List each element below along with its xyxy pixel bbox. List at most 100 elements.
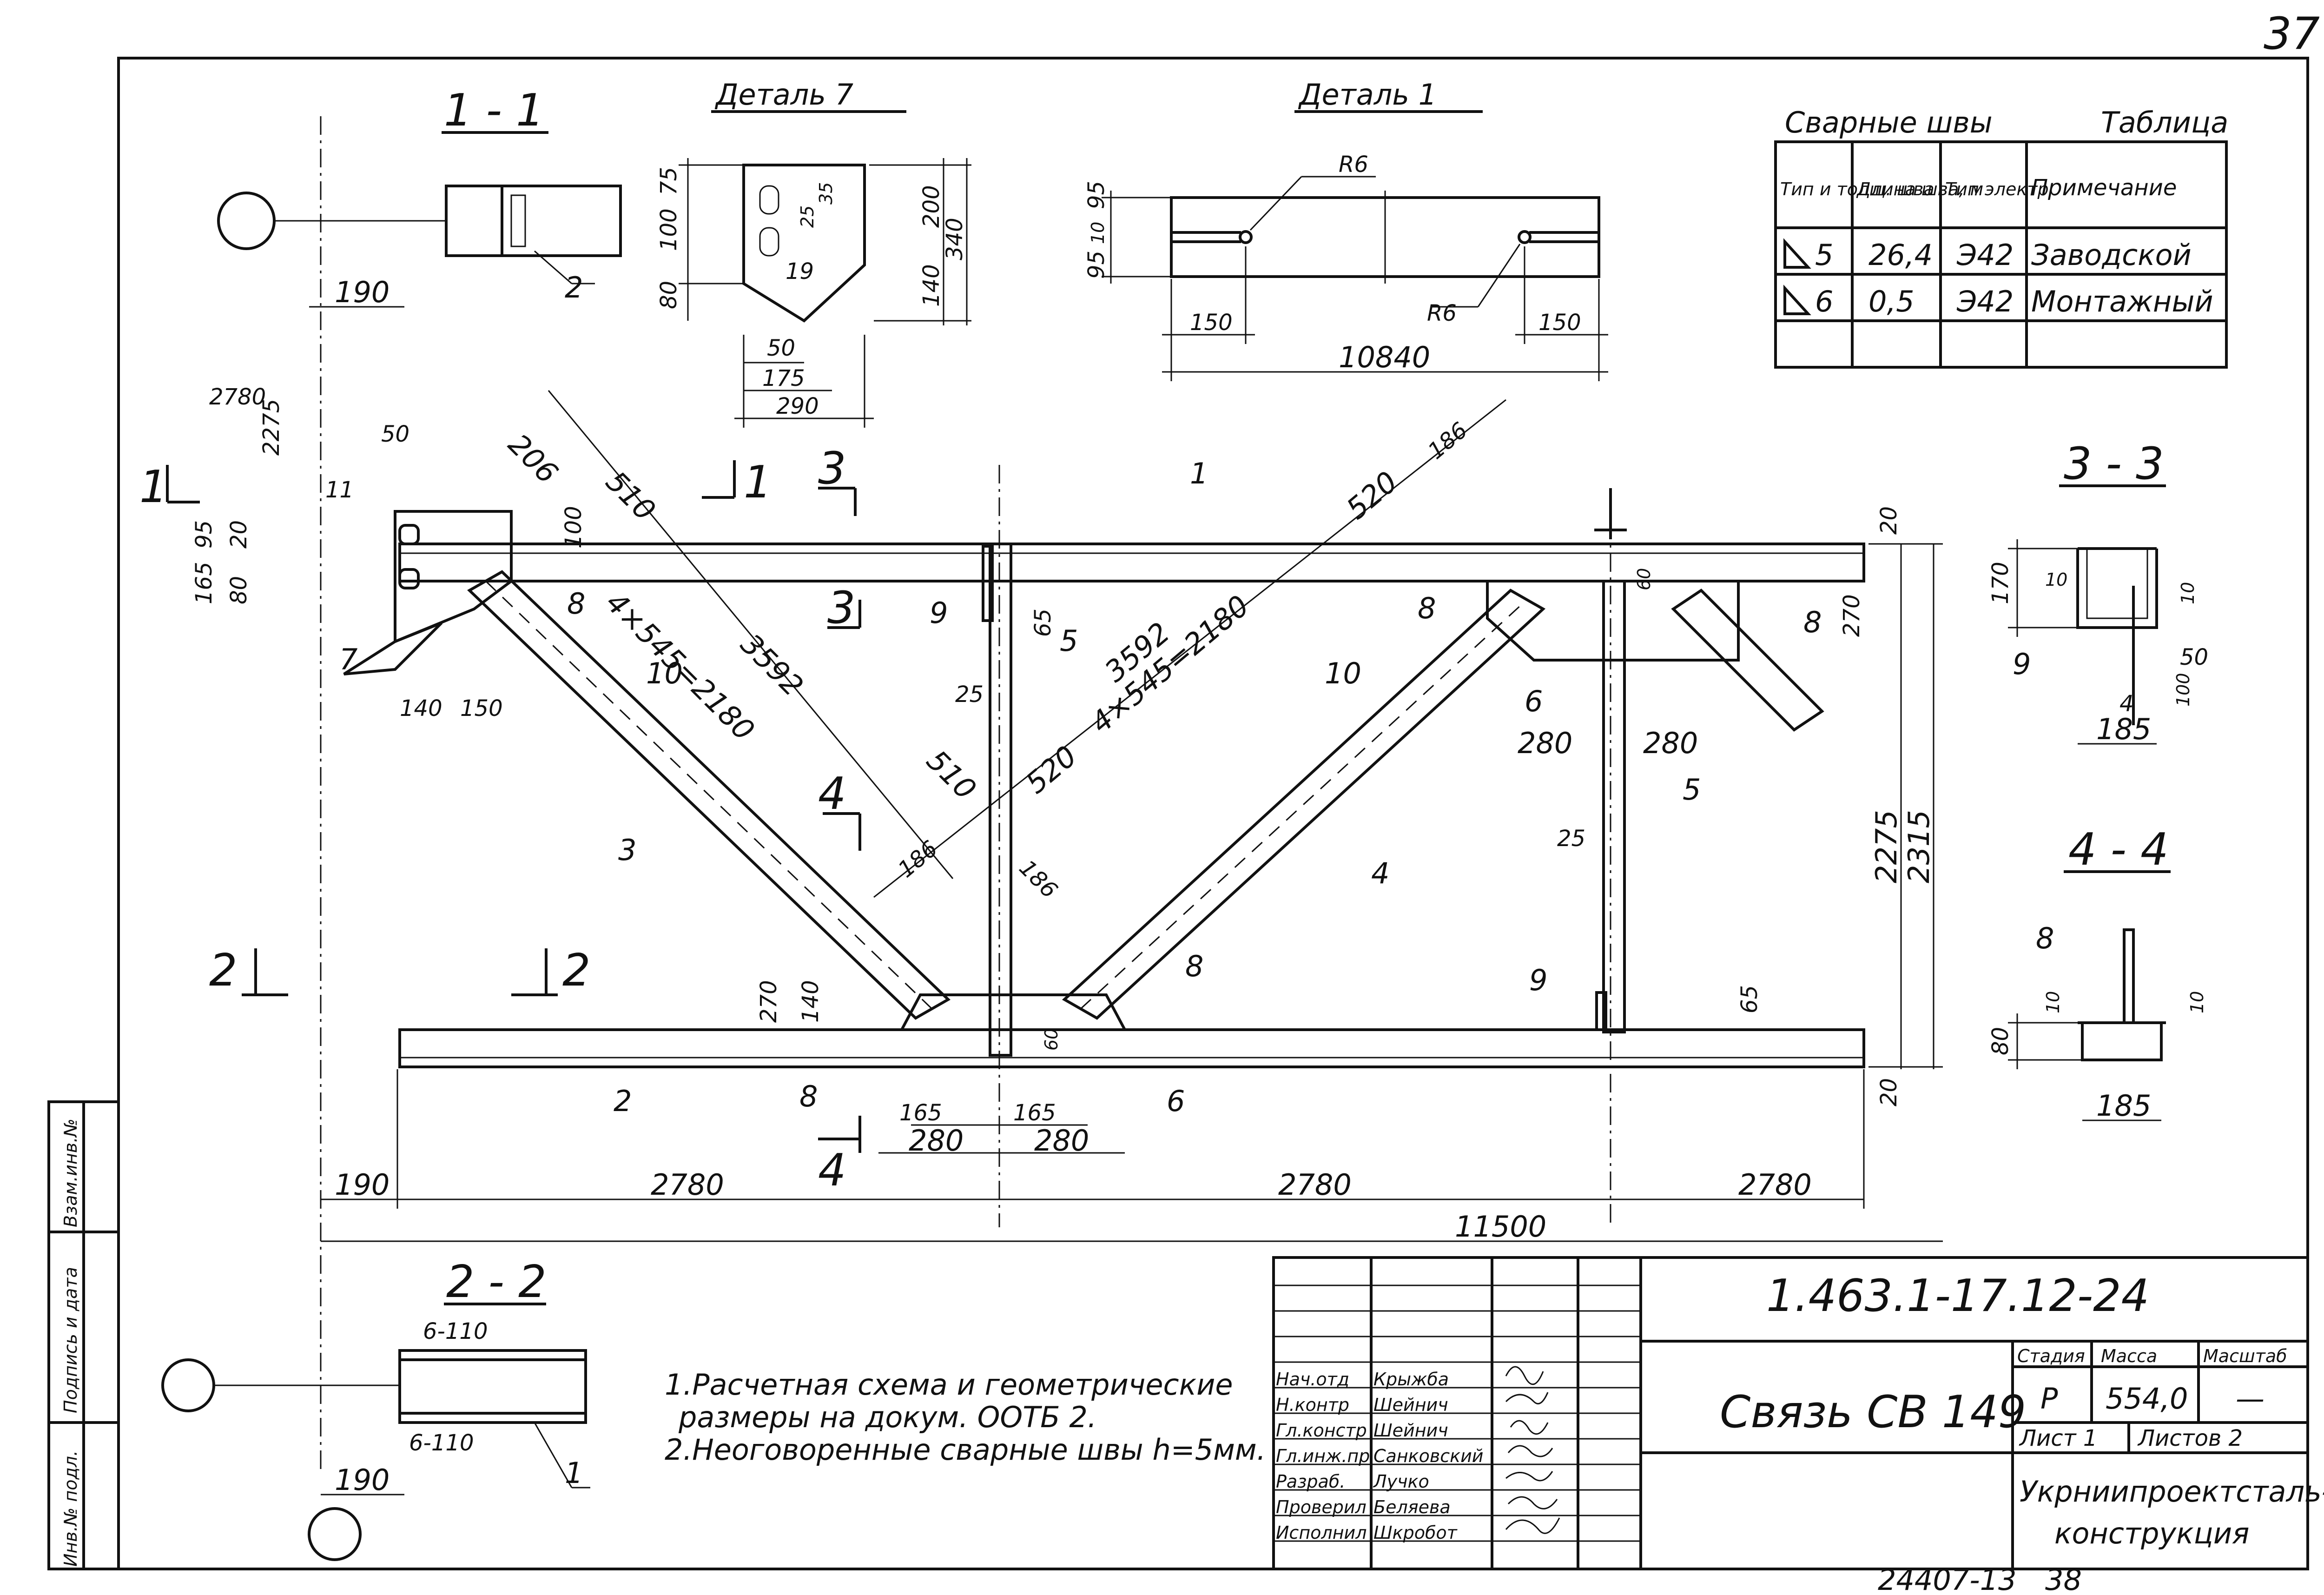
part-mark-6-bottom: 6 [1167, 1084, 1185, 1118]
det7-dim-25: 25 [797, 205, 818, 228]
end-gusset-left [394, 510, 513, 644]
dim-100: 100 [561, 506, 587, 549]
part-mark-10-left: 10 [646, 656, 683, 690]
note-line-3: 2.Неоговоренные сварные швы h=5мм. [665, 1433, 1266, 1467]
part-mark-6-top: 6 [1525, 684, 1543, 718]
section-2-2-title: 2 - 2 [446, 1257, 547, 1308]
cut-4-bottom: 4 [818, 1145, 846, 1196]
role-6-name: Беляева [1373, 1497, 1451, 1517]
reference-circle [161, 1358, 215, 1412]
dim-height-outer: 2315 [1902, 810, 1936, 883]
weld-row1-type: 5 [1815, 238, 1833, 272]
weld-table: Сварные швы Таблица Тип и толщ. шва Длин… [1774, 106, 2228, 369]
cut-2-right: 2 [562, 945, 590, 996]
dim-270-left: 270 [756, 980, 782, 1023]
det7-dim-290: 290 [776, 393, 819, 419]
dim-2275-corner: 2275 [258, 399, 284, 456]
note-line-2: размеры на докум. ООТБ 2. [678, 1400, 1096, 1434]
bottom-chord [398, 1028, 1865, 1068]
dim-280-tr: 280 [1643, 726, 1698, 760]
det7-dim-200: 200 [918, 185, 944, 228]
det7-dim-75: 75 [656, 167, 682, 195]
det1-dim-10840: 10840 [1339, 340, 1430, 374]
det1-radius-a: R6 [1339, 152, 1368, 178]
section-3-3: 3 - 3 170 10 10 50 100 4 185 9 [1987, 438, 2208, 746]
top-gusset-right [1486, 580, 1740, 662]
dim-65-right: 65 [1736, 985, 1763, 1013]
det7-dim-19: 19 [786, 258, 814, 285]
s33-dim-4: 4 [2119, 691, 2134, 717]
sheets-label: Листов 2 [2137, 1425, 2243, 1451]
dim-80: 80 [226, 576, 252, 604]
s22-part-1: 1 [565, 1456, 583, 1490]
dim-520-top: 520 [1340, 464, 1404, 526]
sheet-frame [117, 57, 2309, 1570]
dim-95: 95 [191, 520, 217, 549]
part-mark-2: 2 [614, 1084, 632, 1118]
weld-header-note: Примечание [2031, 175, 2177, 201]
center-gusset [899, 993, 1127, 1031]
dim-270-right: 270 [1839, 594, 1865, 637]
dim-510-mid: 510 [920, 743, 983, 806]
main-truss [321, 390, 1943, 1242]
dim-190-s11: 190 [335, 275, 390, 309]
side-stamp-sign: Подпись и дата [60, 1267, 81, 1413]
bottom-code: 24407-13 [1878, 1563, 2017, 1595]
dim-25-center: 25 [955, 682, 984, 708]
side-stamp-replace: Взам.инв.№ [60, 1118, 81, 1227]
dim-520-mid: 520 [1019, 739, 1083, 800]
dim-165b: 165 [191, 562, 217, 604]
dim-20-top: 20 [1876, 506, 1902, 535]
dim-140-left: 140 [798, 980, 824, 1023]
reference-circle [308, 1507, 362, 1561]
dim-2780-corner: 2780 [209, 384, 266, 410]
part-mark-5-center: 5 [1060, 624, 1078, 658]
dim-65-center: 65 [1030, 609, 1056, 637]
weld-table-title-right: Таблица [2101, 106, 2228, 139]
top-chord [398, 543, 1865, 582]
bottom-page: 38 [2045, 1563, 2082, 1595]
part-mark-4: 4 [1371, 856, 1389, 890]
detail-1: Деталь 1 R6 R6 95 10 95 150 150 10840 [1083, 78, 1608, 381]
det7-dim-175: 175 [762, 365, 805, 391]
signatures [1505, 1366, 1560, 1534]
drawing-name: Связь СВ 149 [1720, 1387, 2026, 1438]
weld-row2-note: Монтажный [2031, 285, 2213, 318]
part-mark-9-center: 9 [930, 596, 948, 630]
weld-row1-length: 26,4 [1868, 238, 1933, 272]
part-mark-2-s11: 2 [565, 271, 583, 304]
part-mark-8-left: 8 [567, 587, 585, 621]
sheet-number: 37 [2264, 8, 2320, 60]
note-line-1: 1.Расчетная схема и геометрические [665, 1368, 1233, 1402]
det1-dim-10: 10 [1088, 222, 1108, 244]
role-3-name: Шейнич [1373, 1420, 1448, 1441]
mass-value: 554,0 [2106, 1382, 2188, 1416]
vertical-center [989, 543, 1012, 1057]
diagonal-stub-right [1671, 589, 1824, 732]
s22-bottom-weld: 6-110 [409, 1430, 474, 1456]
weld-row2-length: 0,5 [1868, 285, 1915, 318]
det1-dim-150b: 150 [1538, 310, 1581, 336]
s44-weld-10b: 10 [2187, 991, 2207, 1013]
dim-20: 20 [226, 520, 252, 549]
weld-header-electrode: Тип электр [1945, 179, 2049, 199]
dim-280-bl: 280 [909, 1124, 964, 1158]
detail-7-title: Деталь 7 [714, 78, 853, 112]
s44-dim-185: 185 [2096, 1089, 2151, 1123]
vertical-right [1602, 580, 1626, 1033]
role-7-name: Шкробот [1373, 1522, 1458, 1543]
part-7-plate [343, 622, 443, 675]
dim-186-right: 186 [1014, 855, 1063, 903]
part-mark-10-right: 10 [1325, 656, 1361, 690]
dim-165-right: 165 [1013, 1100, 1056, 1126]
part-mark-9-right: 9 [1529, 963, 1547, 997]
det7-dim-80: 80 [656, 281, 682, 309]
part-mark-3: 3 [618, 833, 636, 867]
s33-dim-185: 185 [2096, 712, 2151, 746]
fillet-weld-icon [1783, 285, 1811, 315]
dim-total-length: 11500 [1455, 1210, 1546, 1244]
side-stamp: Инв.№ подл. Подпись и дата Взам.инв.№ [47, 1100, 120, 1570]
reference-circle [217, 192, 276, 250]
title-block: Нач.отд Крыжба Н.контр Шейнич Гл.констр … [1272, 1256, 2324, 1570]
role-5: Разраб. [1276, 1471, 1345, 1492]
